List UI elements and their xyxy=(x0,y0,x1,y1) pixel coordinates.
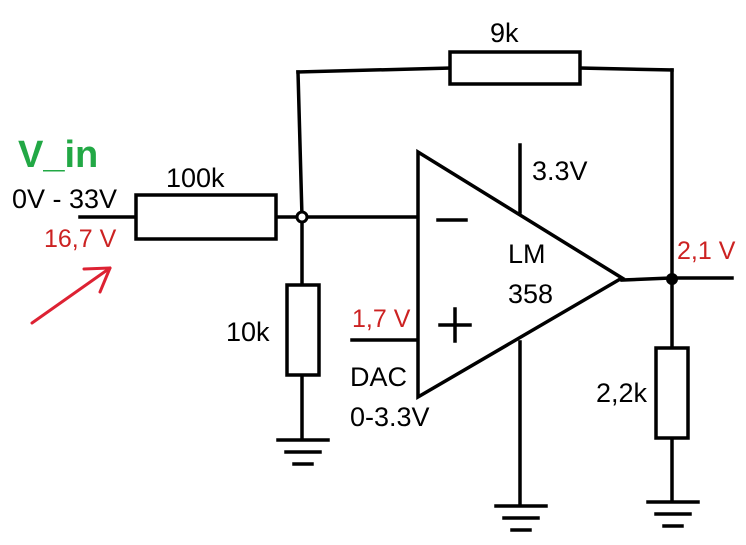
dac-range-label: 0-3.3V xyxy=(350,402,430,432)
dac-name-label: DAC xyxy=(350,362,407,392)
opamp-name-line1: LM xyxy=(508,239,546,269)
feedback-wire-left xyxy=(296,66,452,74)
ground-symbol-opamp xyxy=(494,504,548,532)
wire-node-up xyxy=(296,70,304,219)
output-measured-label: 2,1 V xyxy=(677,237,736,265)
plus-sign xyxy=(438,307,472,343)
resistor-9k xyxy=(448,50,582,86)
feedback-wire-right xyxy=(578,66,674,72)
input-name-label: V_in xyxy=(18,134,98,176)
resistor-9k-label: 9k xyxy=(490,18,519,48)
output-junction xyxy=(666,273,678,285)
resistor-2k2 xyxy=(654,346,690,440)
opamp-name-line2: 358 xyxy=(508,279,553,309)
resistor-100k-label: 100k xyxy=(166,163,225,193)
input-measured-label: 16,7 V xyxy=(44,225,117,253)
dac-measured-label: 1,7 V xyxy=(352,305,411,333)
opamp-output-wire xyxy=(620,276,674,282)
wires xyxy=(78,66,734,507)
resistor-2k2-label: 2,2k xyxy=(596,378,648,408)
resistor-10k xyxy=(285,283,321,377)
opamp-triangle xyxy=(416,148,626,401)
input-range-label: 0V - 33V xyxy=(12,184,117,214)
summing-junction xyxy=(295,210,309,224)
resistor-100k xyxy=(134,193,278,241)
resistor-10k-label: 10k xyxy=(226,317,270,347)
red-arrow-icon xyxy=(30,266,112,325)
ground-symbol-10k xyxy=(276,438,330,466)
ground-symbol-2k2 xyxy=(646,500,700,528)
supply-voltage-label: 3.3V xyxy=(532,156,588,186)
